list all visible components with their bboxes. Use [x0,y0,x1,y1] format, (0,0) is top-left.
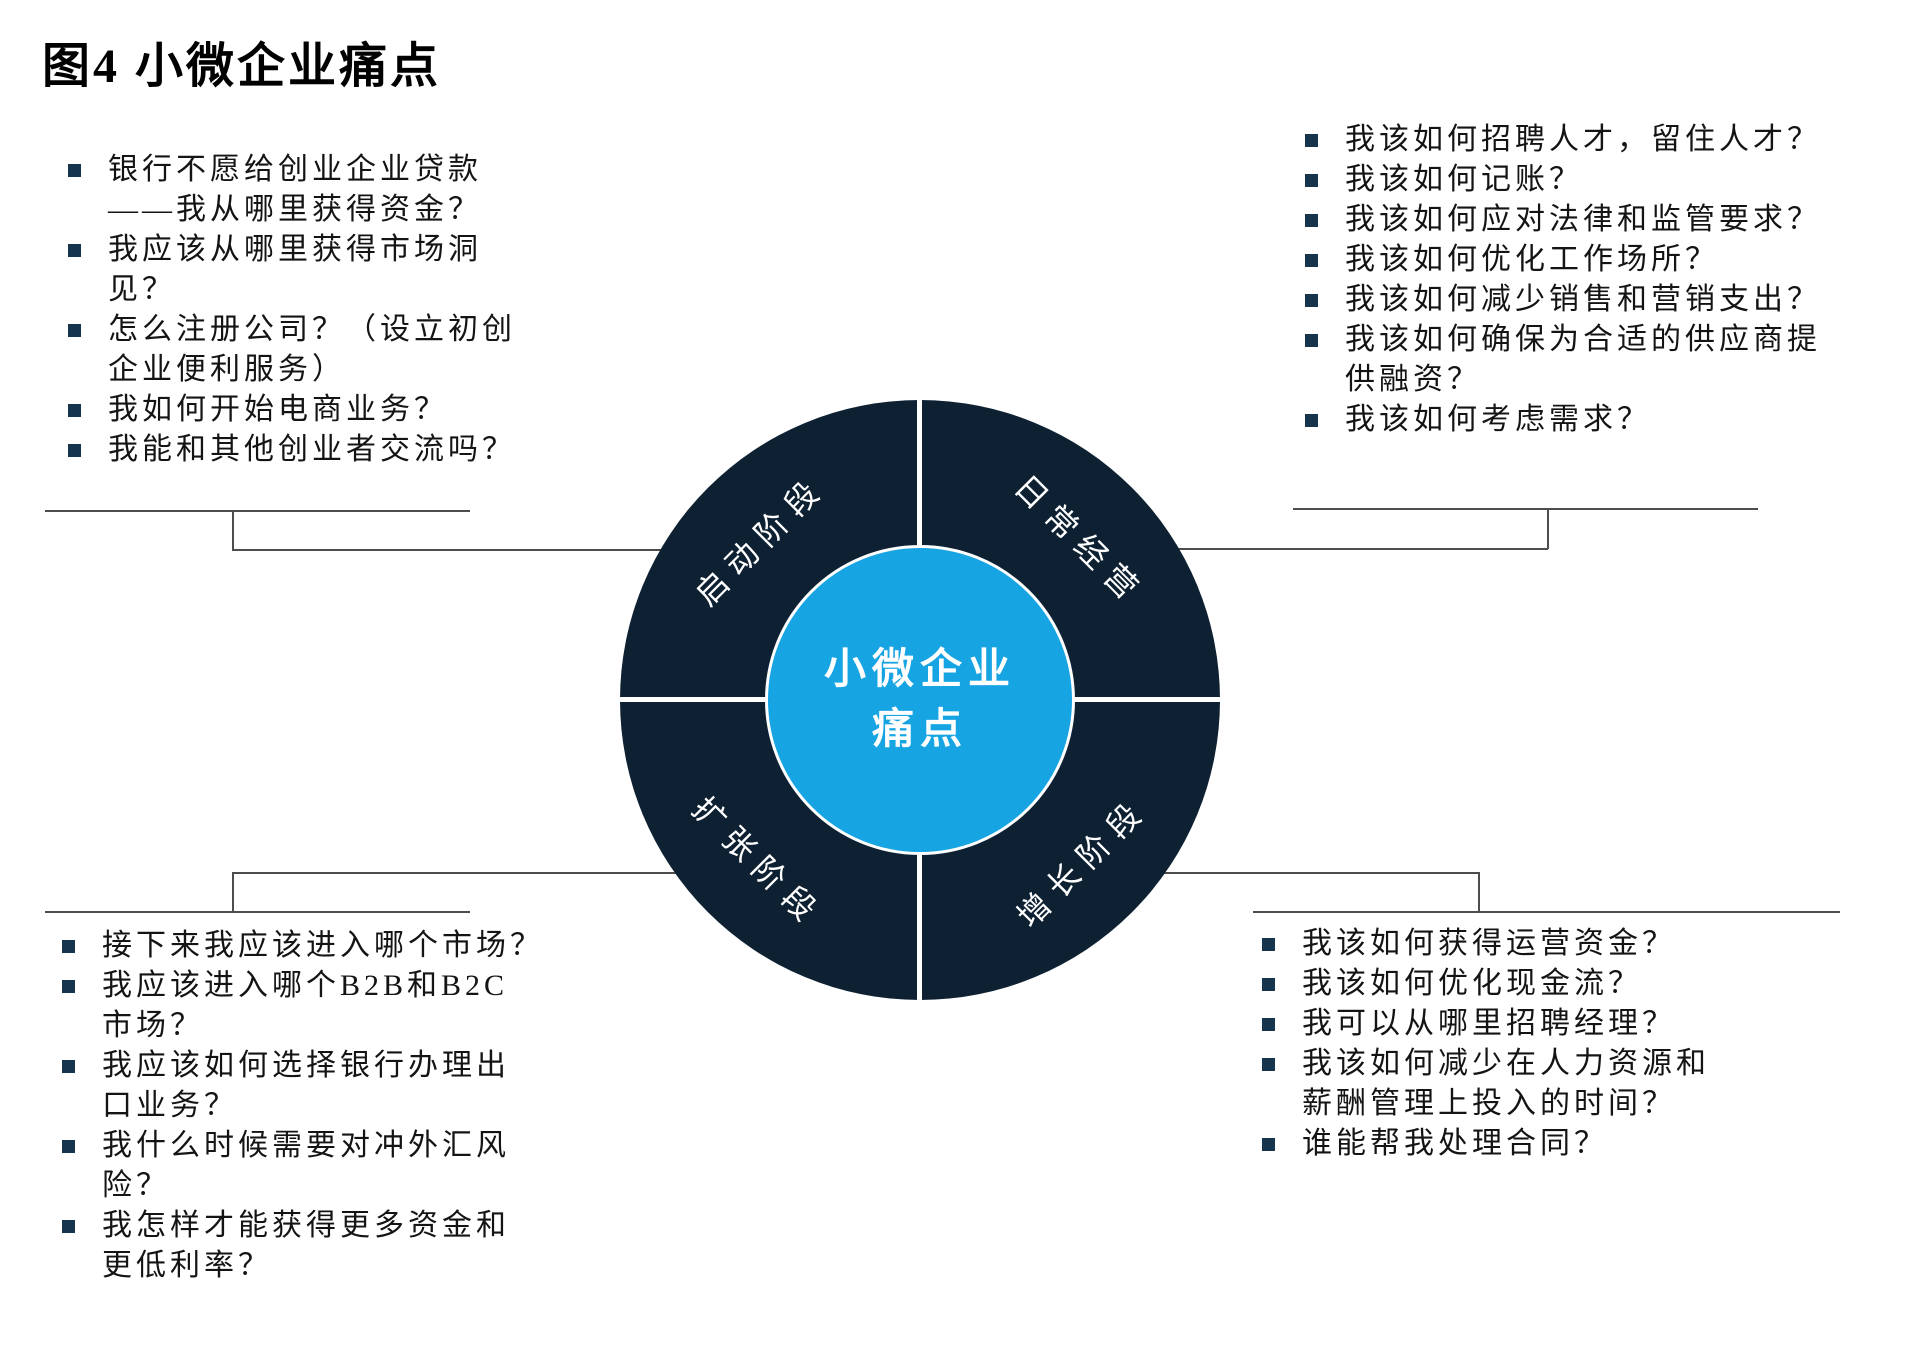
bullet-square-icon [1305,134,1318,147]
bullet-square-icon [1305,414,1318,427]
connector-line [232,872,234,912]
list-item-text: 我应该如何选择银行办理出 口业务？ [102,1049,510,1122]
list-item-text: 我该如何招聘人才，留住人才？ [1345,123,1821,156]
list-item-text: 银行不愿给创业企业贷款 ——我从哪里获得资金？ [108,153,482,226]
list-item: 接下来我应该进入哪个市场？ [62,926,562,966]
list-item: 我怎样才能获得更多资金和 更低利率？ [62,1206,562,1286]
painpoint-list-bottom-right: 我该如何获得运营资金？ 我该如何优化现金流？ 我可以从哪里招聘经理？ 我该如何减… [1262,924,1802,1164]
list-item-text: 我该如何记账？ [1345,163,1583,196]
list-item-text: 我该如何获得运营资金？ [1302,927,1676,960]
list-item: 我该如何减少销售和营销支出？ [1305,280,1880,320]
bullet-square-icon [62,1060,75,1073]
connector-line [1547,508,1549,549]
list-item-text: 我该如何确保为合适的供应商提 供融资？ [1345,323,1821,396]
bullet-square-icon [62,980,75,993]
center-circle: 小微企业 痛点 [765,545,1075,855]
list-item-text: 我应该从哪里获得市场洞见？ [108,233,482,306]
bullet-square-icon [62,940,75,953]
connector-line [1478,872,1480,913]
connector-line [232,872,700,874]
lifecycle-ring: 启动阶段 日常经营 扩张阶段 增长阶段 小微企业 痛点 [620,400,1220,1000]
list-item: 我可以从哪里招聘经理？ [1262,1004,1802,1044]
bullet-square-icon [62,1140,75,1153]
list-item: 怎么注册公司？（设立初创 企业便利服务） [68,310,548,390]
list-item: 我能和其他创业者交流吗？ [68,430,548,470]
connector-line [232,510,234,550]
list-item-text: 我应该进入哪个B2B和B2C 市场？ [102,969,509,1042]
connector-line [1140,872,1479,874]
list-item: 我该如何应对法律和监管要求？ [1305,200,1880,240]
list-item: 我该如何减少在人力资源和 薪酬管理上投入的时间？ [1262,1044,1802,1124]
bullet-square-icon [68,164,81,177]
bullet-square-icon [1262,978,1275,991]
list-item: 我什么时候需要对冲外汇风 险？ [62,1126,562,1206]
connector-line [1293,508,1758,510]
center-label-line1: 小微企业 [823,647,1016,693]
list-item-text: 我该如何减少在人力资源和 薪酬管理上投入的时间？ [1302,1047,1710,1120]
bullet-square-icon [1305,334,1318,347]
bullet-square-icon [68,444,81,457]
figure-title: 图4 小微企业痛点 [42,40,442,93]
list-item: 我该如何考虑需求？ [1305,400,1880,440]
list-item-text: 我怎样才能获得更多资金和 更低利率？ [102,1209,510,1282]
list-item: 我该如何获得运营资金？ [1262,924,1802,964]
list-item-text: 我该如何考虑需求？ [1345,403,1651,436]
list-item: 银行不愿给创业企业贷款 ——我从哪里获得资金？ [68,150,548,230]
list-item-text: 我可以从哪里招聘经理？ [1302,1007,1676,1040]
list-item-text: 怎么注册公司？（设立初创 企业便利服务） [108,313,516,386]
list-item: 我如何开始电商业务？ [68,390,548,430]
connector-line [45,911,470,913]
list-item-text: 我该如何减少销售和营销支出？ [1345,283,1821,316]
bullet-square-icon [1262,1018,1275,1031]
list-item-text: 我如何开始电商业务？ [108,393,448,426]
bullet-square-icon [1262,1058,1275,1071]
connector-line [232,549,700,551]
bullet-square-icon [1305,214,1318,227]
list-item: 我该如何优化工作场所？ [1305,240,1880,280]
list-item-text: 我该如何优化工作场所？ [1345,243,1719,276]
bullet-square-icon [1262,938,1275,951]
list-item-text: 我能和其他创业者交流吗？ [108,433,516,466]
bullet-square-icon [1305,294,1318,307]
list-item-text: 我该如何应对法律和监管要求？ [1345,203,1821,236]
list-item-text: 谁能帮我处理合同？ [1302,1127,1608,1160]
connector-line [1253,911,1840,913]
connector-line [1140,548,1548,550]
list-item: 我该如何记账？ [1305,160,1880,200]
list-item-text: 我该如何优化现金流？ [1302,967,1642,1000]
list-item: 我应该如何选择银行办理出 口业务？ [62,1046,562,1126]
connector-line [45,510,470,512]
list-item: 我该如何确保为合适的供应商提 供融资？ [1305,320,1880,400]
list-item: 我该如何优化现金流？ [1262,964,1802,1004]
painpoint-list-top-left: 银行不愿给创业企业贷款 ——我从哪里获得资金？ 我应该从哪里获得市场洞见？ 怎么… [68,150,548,470]
bullet-square-icon [68,324,81,337]
bullet-square-icon [1262,1138,1275,1151]
list-item: 谁能帮我处理合同？ [1262,1124,1802,1164]
list-item-text: 接下来我应该进入哪个市场？ [102,929,544,962]
bullet-square-icon [62,1220,75,1233]
bullet-square-icon [68,244,81,257]
bullet-square-icon [1305,254,1318,267]
list-item: 我该如何招聘人才，留住人才？ [1305,120,1880,160]
list-item: 我应该从哪里获得市场洞见？ [68,230,548,310]
list-item: 我应该进入哪个B2B和B2C 市场？ [62,966,562,1046]
bullet-square-icon [68,404,81,417]
list-item-text: 我什么时候需要对冲外汇风 险？ [102,1129,510,1202]
painpoint-list-bottom-left: 接下来我应该进入哪个市场？ 我应该进入哪个B2B和B2C 市场？ 我应该如何选择… [62,926,562,1286]
painpoint-list-top-right: 我该如何招聘人才，留住人才？ 我该如何记账？ 我该如何应对法律和监管要求？ 我该… [1305,120,1880,440]
center-label-line2: 痛点 [871,707,968,753]
bullet-square-icon [1305,174,1318,187]
